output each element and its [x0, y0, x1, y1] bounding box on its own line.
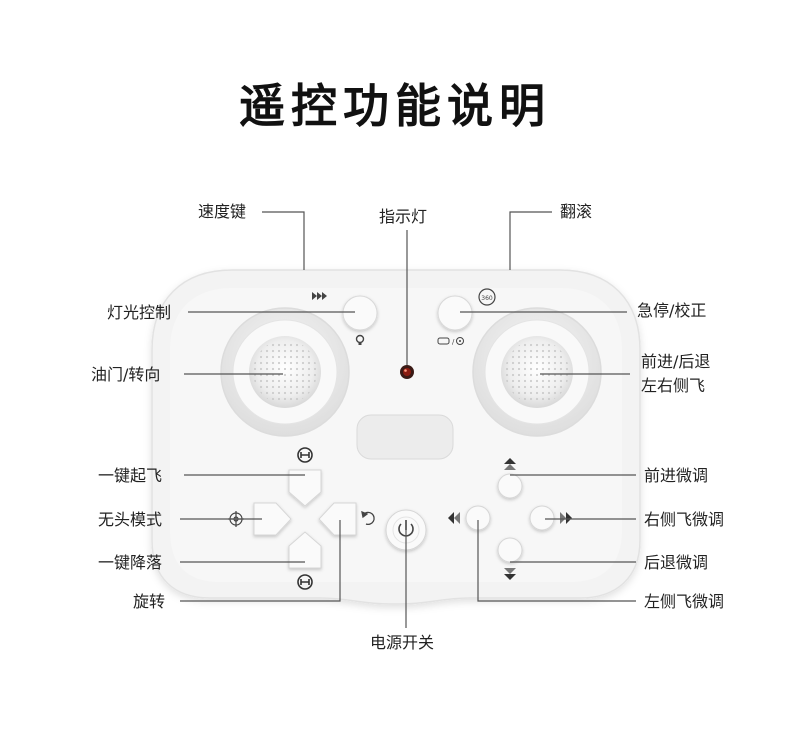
label-forward-back: 前进/后退 — [641, 351, 710, 373]
label-right-side-trim: 右侧飞微调 — [644, 509, 724, 531]
label-forward-trim: 前进微调 — [644, 465, 708, 487]
right-joystick[interactable] — [473, 308, 601, 436]
back-trim-button[interactable] — [498, 538, 522, 562]
svg-text:360: 360 — [481, 295, 493, 302]
label-emergency-stop: 急停/校正 — [637, 300, 706, 322]
label-headless: 无头模式 — [98, 509, 162, 531]
left-joystick[interactable] — [221, 308, 349, 436]
flip-stop-button[interactable] — [438, 296, 472, 330]
label-side-fly: 左右侧飞 — [641, 375, 705, 397]
label-left-side-trim: 左侧飞微调 — [644, 591, 724, 613]
label-takeoff: 一键起飞 — [98, 465, 162, 487]
label-speed-key: 速度键 — [198, 201, 246, 223]
label-landing: 一键降落 — [98, 552, 162, 574]
speed-light-button[interactable] — [343, 296, 377, 330]
center-window — [357, 415, 453, 459]
label-back-trim: 后退微调 — [644, 552, 708, 574]
label-indicator: 指示灯 — [379, 206, 427, 228]
label-throttle: 油门/转向 — [91, 364, 160, 386]
label-rotate: 旋转 — [133, 591, 165, 613]
label-flip: 翻滚 — [560, 201, 592, 223]
right-side-trim-button[interactable] — [530, 506, 554, 530]
indicator-led — [400, 365, 414, 379]
label-light-control: 灯光控制 — [107, 302, 171, 324]
forward-trim-button[interactable] — [498, 474, 522, 498]
label-power: 电源开关 — [370, 632, 434, 654]
